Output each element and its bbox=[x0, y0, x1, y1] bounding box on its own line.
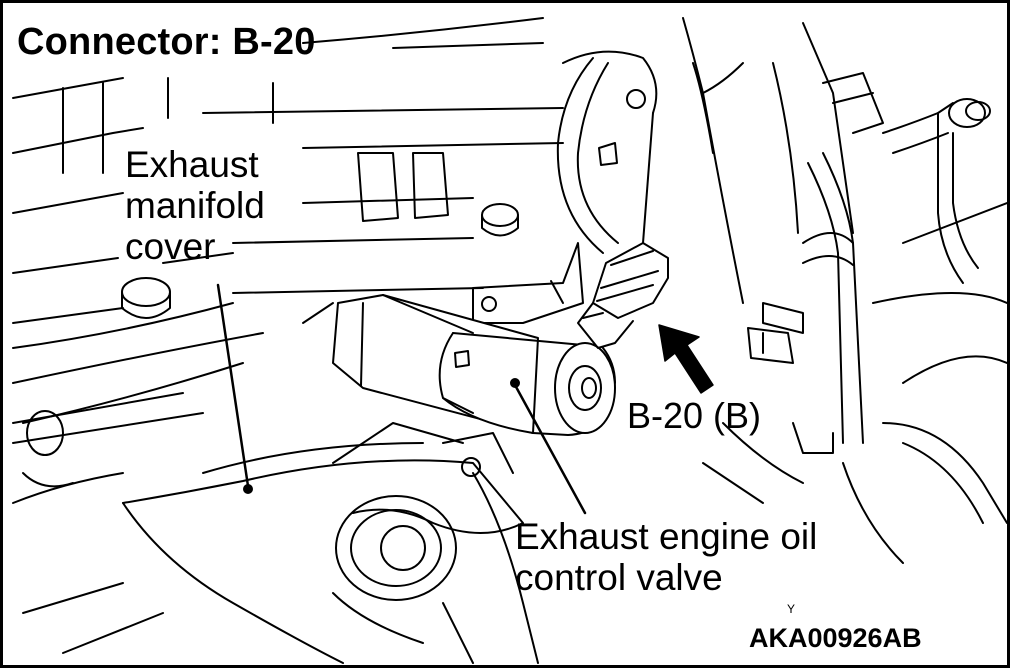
engine-block-lines bbox=[12, 17, 584, 504]
oil-control-valve-body bbox=[332, 294, 616, 436]
right-side-components bbox=[702, 22, 1007, 564]
connector-title: Connector: B-20 bbox=[17, 21, 316, 63]
label-line: cover bbox=[125, 226, 216, 267]
label-exhaust-manifold-cover: Exhaust manifold cover bbox=[125, 144, 265, 267]
label-line: Exhaust bbox=[125, 144, 259, 185]
label-connector-b20b: B-20 (B) bbox=[627, 395, 762, 436]
arrow-icon bbox=[658, 324, 714, 394]
engine-line-drawing bbox=[12, 17, 1007, 664]
label-line: control valve bbox=[515, 557, 723, 598]
label-line: manifold bbox=[125, 185, 265, 226]
corner-mark: Y bbox=[787, 602, 796, 616]
figure-code: AKA00926AB bbox=[749, 623, 922, 653]
label-line: Exhaust engine oil bbox=[515, 516, 818, 557]
leader-lines bbox=[216, 283, 587, 515]
label-oil-control-valve: Exhaust engine oil control valve bbox=[515, 516, 817, 598]
harness-and-connector bbox=[556, 17, 744, 384]
manifold-cover-shape bbox=[22, 422, 539, 664]
